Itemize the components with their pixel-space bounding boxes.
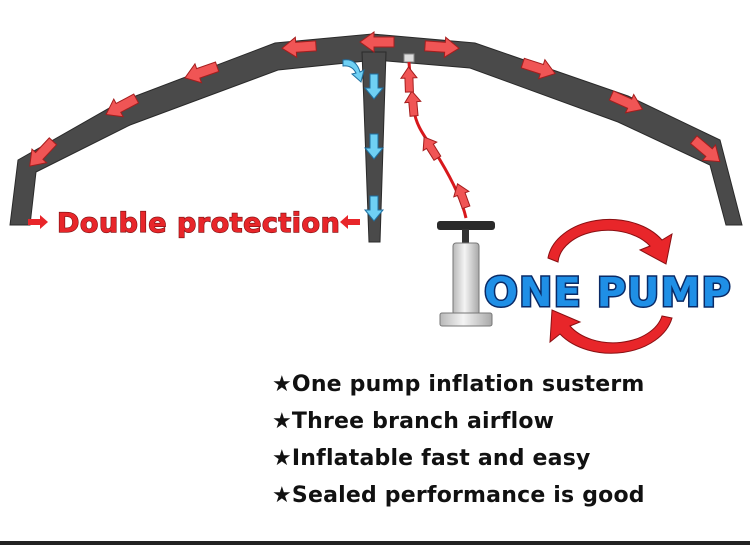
arrow-icon <box>403 90 422 117</box>
arrow-icon <box>689 135 721 163</box>
pump-rod <box>462 229 469 245</box>
arrow-icon <box>520 57 556 80</box>
feature-item: ★Inflatable fast and easy <box>272 446 591 471</box>
red-arrow-group <box>29 31 721 167</box>
hand-pump-icon <box>437 221 495 327</box>
feature-list: ★One pump inflation susterm ★Three branc… <box>272 370 645 518</box>
one-pump-label: ONE PUMP <box>484 270 732 316</box>
arrow-icon <box>105 93 140 118</box>
arrow-down-icon <box>363 133 385 160</box>
arrow-icon <box>399 66 418 93</box>
arrow-down-icon <box>363 73 385 100</box>
cycle-arrows-icon <box>549 309 673 354</box>
arrow-icon <box>424 36 460 59</box>
pump-base <box>439 312 493 327</box>
double-protection-label: Double protection <box>57 208 340 239</box>
arrow-icon <box>422 136 442 161</box>
arrow-icon <box>359 31 395 53</box>
blue-arrow-group <box>342 59 385 222</box>
hose-arrows <box>399 66 471 210</box>
arrow-down-icon <box>363 195 385 222</box>
arch-tube-left <box>9 33 376 226</box>
feature-item: ★Three branch airflow <box>272 409 555 434</box>
cycle-arrows-icon <box>547 218 673 265</box>
feature-item: ★One pump inflation susterm <box>272 372 645 397</box>
arrow-icon <box>184 61 220 84</box>
pump-hose <box>399 61 471 219</box>
inflation-valve <box>403 53 415 63</box>
double-protection-group: Double protection <box>28 207 360 240</box>
bottom-divider <box>0 541 750 545</box>
pump-handle <box>437 221 495 230</box>
arch-tube-right <box>371 33 743 226</box>
arrow-icon <box>453 182 471 210</box>
arrow-icon <box>29 137 58 167</box>
arrow-icon <box>28 215 48 229</box>
one-pump-logo: ONE PUMP <box>483 218 732 354</box>
feature-item: ★Sealed performance is good <box>272 483 645 508</box>
arrow-icon <box>608 90 644 114</box>
pump-cylinder <box>452 242 480 316</box>
curved-arrow-icon <box>342 59 365 83</box>
arrow-icon <box>281 36 317 59</box>
arrow-icon <box>340 215 360 229</box>
